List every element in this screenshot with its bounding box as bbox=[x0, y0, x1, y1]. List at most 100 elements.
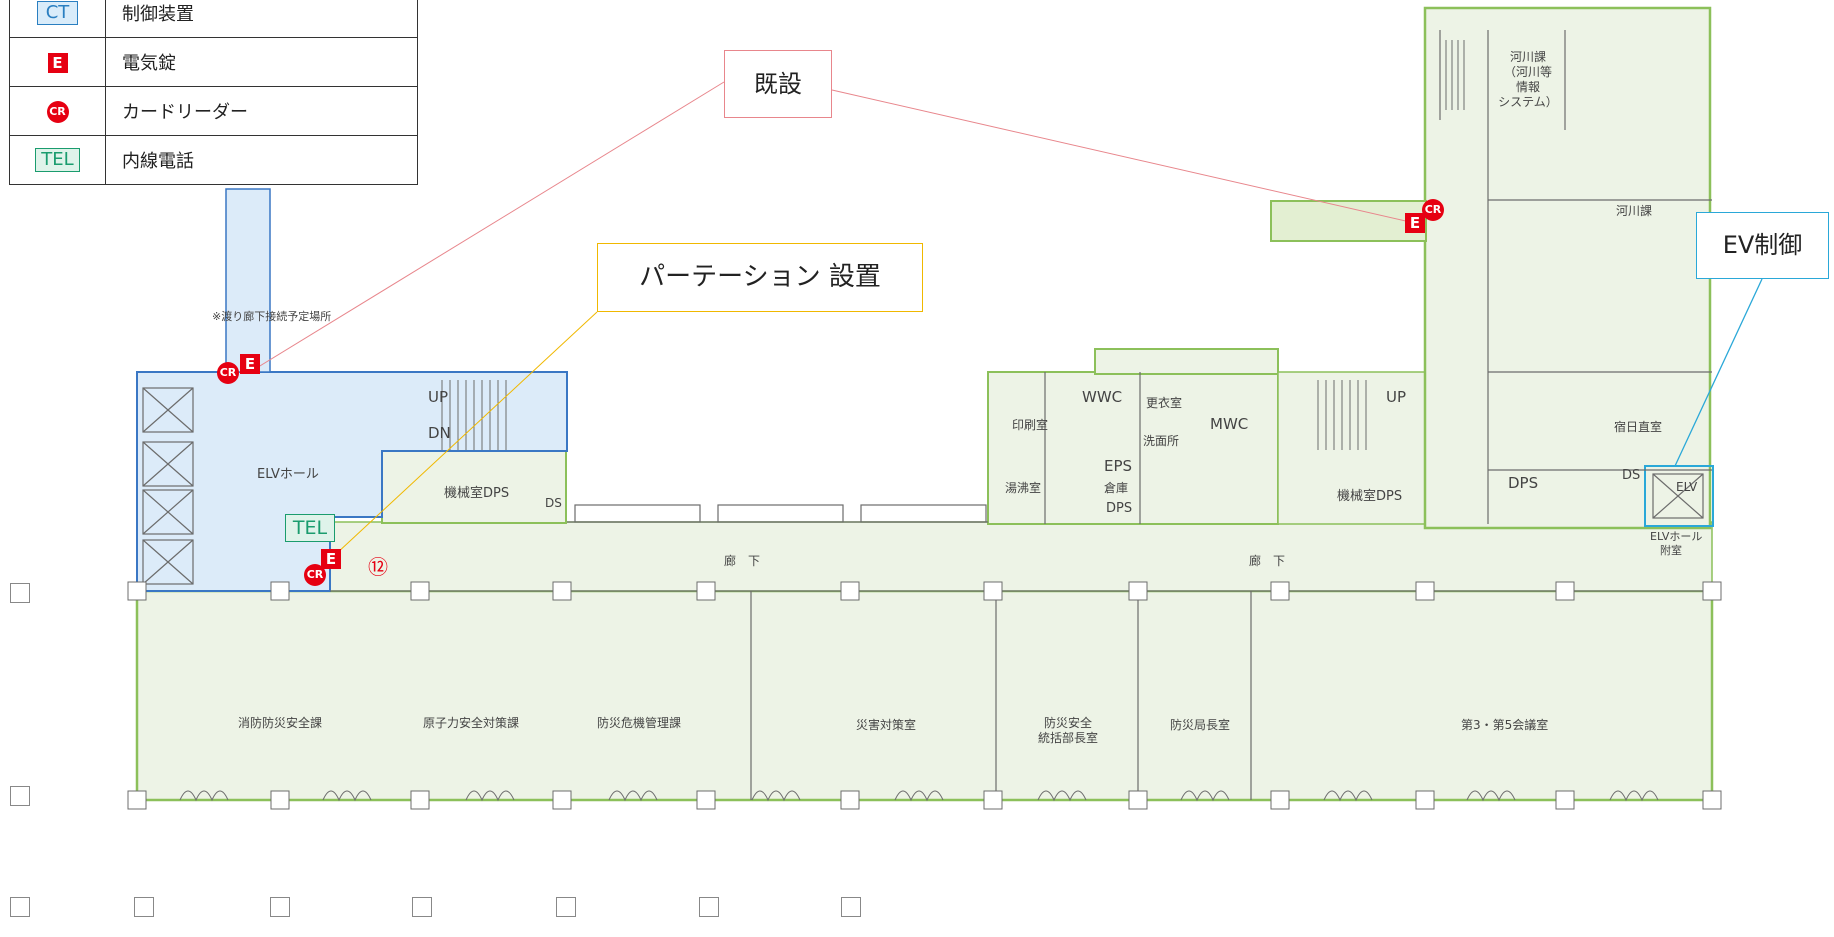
nuclear-label: 原子力安全対策課 bbox=[423, 716, 520, 730]
fire-safety-label: 消防防災安全課 bbox=[238, 716, 323, 730]
structural-column bbox=[1128, 581, 1148, 601]
leader-existing-left bbox=[249, 81, 725, 373]
structural-column bbox=[1270, 790, 1290, 810]
placeholder-box bbox=[556, 897, 576, 917]
leader-partition bbox=[321, 311, 598, 568]
window-arc bbox=[894, 790, 944, 802]
legend-row-tel: TEL 内線電話 bbox=[9, 135, 418, 185]
e-marker-existing: E bbox=[1405, 213, 1425, 233]
window-arc bbox=[179, 790, 229, 802]
storage-label: 倉庫 bbox=[1104, 481, 1129, 495]
office-zone bbox=[135, 589, 1714, 802]
cr-marker-existing: CR bbox=[1422, 199, 1444, 221]
placeholder-box bbox=[841, 897, 861, 917]
changing-label: 更衣室 bbox=[1146, 396, 1183, 410]
river-sys-label: 河川課 （河川等 情報 システム） bbox=[1498, 50, 1558, 109]
ev-control-box bbox=[1644, 465, 1714, 527]
structural-column bbox=[270, 790, 290, 810]
dn-label: DN bbox=[428, 424, 451, 442]
structural-column bbox=[127, 581, 147, 601]
director-label: 防災安全 統括部長室 bbox=[1037, 716, 1098, 745]
eps-label: EPS bbox=[1104, 457, 1133, 475]
legend: CT 制御装置 E 電気錠 CR カードリーダー TEL 内線電話 bbox=[9, 0, 418, 185]
middle-rooms bbox=[987, 371, 1279, 525]
existing-strip bbox=[1270, 200, 1427, 242]
placeholder-box bbox=[10, 786, 30, 806]
placeholder-box bbox=[412, 897, 432, 917]
cleaning-label: 湯沸室 bbox=[1005, 481, 1042, 495]
machine-dps-right-label: 機械室DPS bbox=[1337, 489, 1403, 504]
bridge-note: ※渡り廊下接続予定場所 bbox=[212, 310, 332, 323]
structural-column bbox=[983, 581, 1003, 601]
window-arc bbox=[608, 790, 658, 802]
dps-right-label: DPS bbox=[1508, 474, 1539, 492]
structural-column bbox=[552, 790, 572, 810]
structural-column bbox=[410, 790, 430, 810]
corridor-zone bbox=[329, 521, 1713, 592]
window-arc bbox=[1037, 790, 1087, 802]
disaster-label: 災害対策室 bbox=[856, 718, 917, 732]
callout-existing: 既設 bbox=[724, 50, 832, 118]
structural-column bbox=[270, 581, 290, 601]
ct-symbol: CT bbox=[36, 1, 79, 25]
cr-symbol: CR bbox=[46, 101, 69, 123]
structural-column bbox=[1128, 790, 1148, 810]
window-arc bbox=[1323, 790, 1373, 802]
structural-column bbox=[1702, 581, 1722, 601]
legend-row-cr: CR カードリーダー bbox=[9, 86, 418, 136]
structural-column bbox=[1555, 581, 1575, 601]
window-arc bbox=[322, 790, 372, 802]
annex-label: 附室 bbox=[1660, 544, 1682, 557]
e-marker-hall: E bbox=[321, 549, 341, 569]
e-symbol: E bbox=[47, 52, 68, 73]
cr-marker-bridge: CR bbox=[217, 362, 239, 384]
elv-hall-right-label: ELVホール bbox=[1650, 530, 1703, 543]
structural-column bbox=[1702, 790, 1722, 810]
right-wing bbox=[1423, 6, 1712, 530]
legend-label-tel: 内線電話 bbox=[105, 135, 418, 185]
river-label: 河川課 bbox=[1616, 204, 1653, 218]
window-arc bbox=[751, 790, 801, 802]
tel-marker: TEL bbox=[285, 514, 335, 542]
corridor-left-label: 廊 下 bbox=[724, 554, 761, 568]
ds-left-label: DS bbox=[545, 496, 562, 510]
leader-ev bbox=[1674, 278, 1763, 467]
structural-column bbox=[696, 790, 716, 810]
legend-label-ct: 制御装置 bbox=[105, 0, 418, 38]
legend-row-e: E 電気錠 bbox=[9, 37, 418, 87]
night-duty-label: 宿日直室 bbox=[1614, 420, 1663, 434]
structural-column bbox=[1415, 790, 1435, 810]
stair-right-zone bbox=[1277, 371, 1429, 525]
window-arc bbox=[1609, 790, 1659, 802]
elv-hall-label: ELVホール bbox=[257, 467, 319, 482]
legend-label-cr: カードリーダー bbox=[105, 86, 418, 136]
window-arc bbox=[465, 790, 515, 802]
callout-ev-control: EV制御 bbox=[1696, 212, 1829, 279]
structural-column bbox=[552, 581, 572, 601]
circled-number: ⑫ bbox=[368, 555, 388, 579]
middle-top bbox=[1094, 348, 1279, 375]
structural-column bbox=[1415, 581, 1435, 601]
structural-column bbox=[696, 581, 716, 601]
placeholder-box bbox=[10, 583, 30, 603]
crisis-label: 防災危機管理課 bbox=[597, 716, 682, 730]
conference-label: 第3・第5会議室 bbox=[1461, 718, 1549, 732]
leader-existing-right bbox=[831, 89, 1411, 223]
corridor-right-label: 廊 下 bbox=[1249, 554, 1286, 568]
window-arc bbox=[1180, 790, 1230, 802]
wc-m-label: MWC bbox=[1210, 415, 1249, 433]
window-arc bbox=[1466, 790, 1516, 802]
tel-symbol: TEL bbox=[35, 148, 80, 172]
structural-column bbox=[1555, 790, 1575, 810]
cr-marker-hall: CR bbox=[304, 564, 326, 586]
placeholder-box bbox=[10, 897, 30, 917]
bureau-chief-label: 防災局長室 bbox=[1170, 718, 1231, 732]
structural-column bbox=[127, 790, 147, 810]
ds-right-label: DS bbox=[1622, 468, 1641, 483]
structural-column bbox=[410, 581, 430, 601]
structural-column bbox=[840, 790, 860, 810]
dps-small-label: DPS bbox=[1106, 501, 1133, 516]
legend-row-ct: CT 制御装置 bbox=[9, 0, 418, 38]
structural-column bbox=[840, 581, 860, 601]
